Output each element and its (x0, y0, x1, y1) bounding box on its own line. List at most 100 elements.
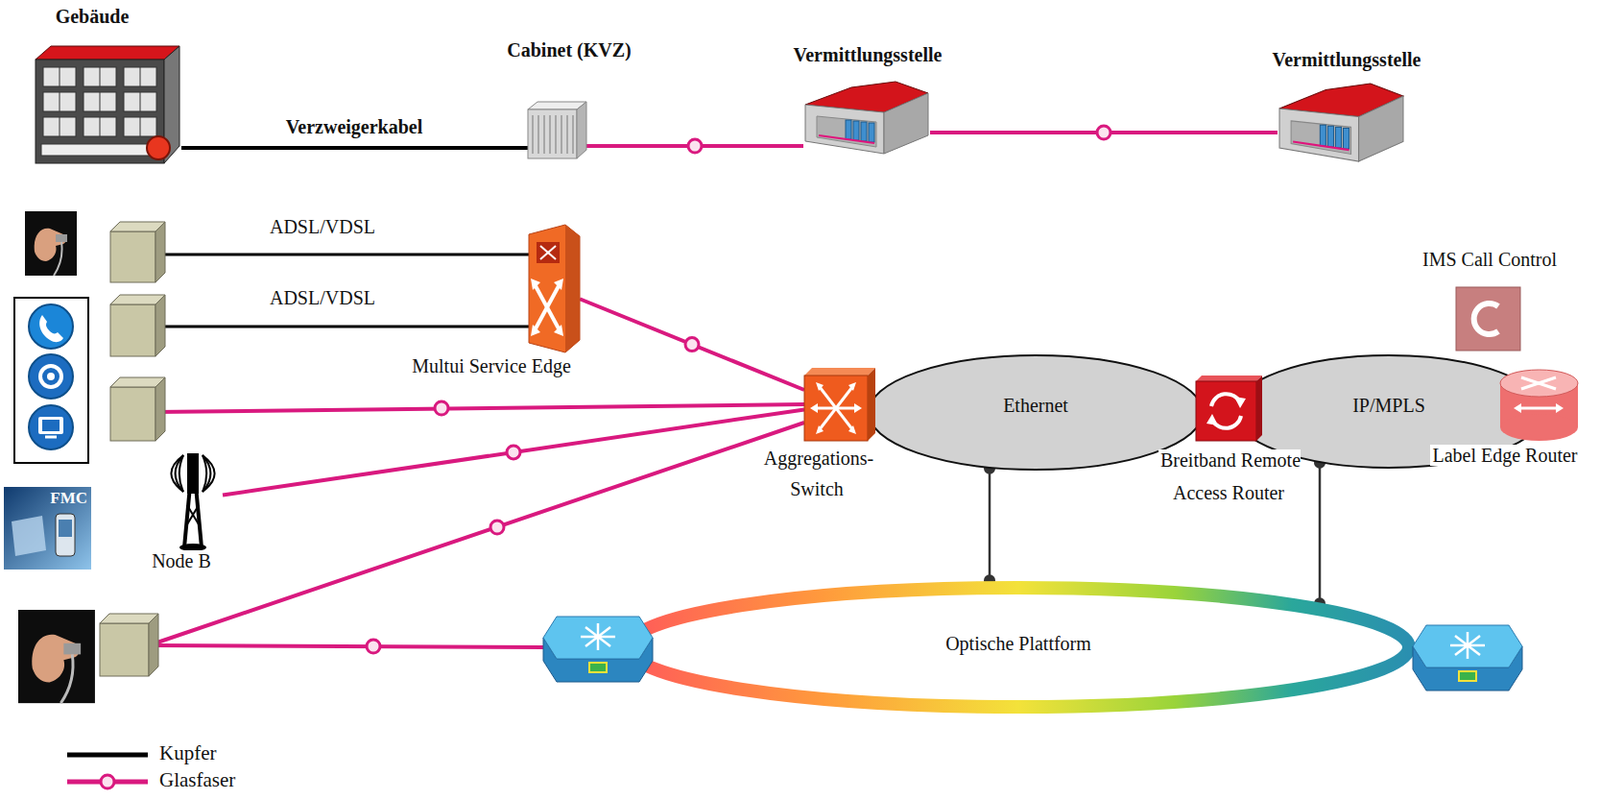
building-icon-part (43, 67, 76, 87)
fiber-line-part (366, 639, 381, 653)
optical-ring-part-part (585, 626, 611, 646)
fiber-line-part (148, 644, 544, 647)
hand-photo (24, 211, 77, 276)
modem-cube (99, 613, 159, 676)
label-text: Aggregations- Switch (762, 447, 874, 500)
building-icon-part (146, 136, 170, 160)
edge-router-icon-part (1521, 377, 1556, 389)
label-text: Vermittlungsstelle (1270, 48, 1424, 71)
node-label: Breitband Remote Access Router (1146, 443, 1314, 509)
exchange-icon-part (1327, 125, 1334, 147)
multi-service-edge-icon (528, 224, 580, 353)
router-icon-part (1234, 396, 1246, 408)
switch-icon-part (848, 382, 857, 391)
exchange-icon-part (883, 93, 929, 154)
network-node: Vermittlungsstelle (803, 81, 931, 154)
service-icons-part (28, 304, 73, 349)
label-text: Vermittlungsstelle (791, 44, 945, 66)
cabinet-icon-part (532, 115, 534, 154)
modem-cube-part (110, 231, 156, 283)
modem-cube (110, 221, 166, 283)
optical-ring-part-part (585, 626, 611, 646)
hand-photo-part (60, 653, 73, 703)
modem-cube-part (99, 622, 149, 676)
multi-service-edge-icon-part (553, 278, 564, 290)
exchange-icon-part (853, 120, 860, 141)
cabinet-icon-part (527, 109, 577, 159)
multi-service-edge-icon-part (553, 324, 564, 336)
service-icons-part (40, 365, 62, 387)
fiber-connector (579, 298, 805, 390)
copper-line-part (155, 325, 529, 329)
optical-ring-part (1412, 624, 1523, 668)
antenna-tower-icon-part (170, 454, 184, 492)
multi-service-edge-icon-part (530, 278, 541, 290)
modem-cube-part (155, 294, 166, 357)
cabinet-icon-part (538, 115, 540, 154)
exchange-icon-part (816, 116, 877, 147)
hand-photo-part (18, 609, 96, 703)
exchange-icon-part (1359, 95, 1404, 162)
router-icon (1195, 375, 1263, 441)
shape-text: IP/MPLS (1352, 393, 1426, 417)
network-node: Multui Service Edge (528, 224, 580, 353)
fiber-marker (506, 445, 521, 459)
fiber-marker (685, 337, 699, 352)
connector-label: Verzweigerkabel (284, 115, 426, 139)
edge-router-icon-part (1555, 403, 1564, 413)
network-node: Cabinet (KVZ) (527, 101, 587, 159)
building-icon-part (123, 67, 157, 87)
shape-text: Optische Plattform (945, 631, 1092, 655)
building-icon-part (43, 92, 76, 112)
antenna-tower-icon-part (202, 454, 215, 492)
optical-ring-part (589, 662, 607, 672)
connector (1318, 462, 1322, 603)
building-icon-part (123, 92, 157, 112)
antenna-tower-icon-part (187, 504, 199, 525)
label-text: Breitband Remote Access Router (1158, 449, 1301, 503)
edge-router-icon-part (1500, 369, 1578, 397)
service-icons-part (14, 297, 89, 463)
multi-service-edge-icon-part (530, 324, 541, 336)
call-control-icon-part (1456, 286, 1521, 351)
building-icon-part (35, 46, 180, 60)
shape-text: Ethernet (1002, 393, 1069, 417)
line-label: ADSL/VDSL (267, 286, 378, 310)
building-icon-part (43, 117, 76, 137)
exchange-icon-part (845, 119, 852, 140)
modem-cube-part (148, 613, 159, 676)
copper-line-part (155, 253, 529, 257)
exchange-icon-part (1279, 108, 1360, 162)
service-icons-part (47, 372, 55, 381)
multi-service-edge-icon-part (534, 284, 560, 331)
node-label: Multui Service Edge (409, 354, 574, 378)
cabinet-icon-part (549, 115, 551, 154)
switch-icon-part (854, 403, 862, 413)
cabinet-icon-part (576, 101, 587, 159)
switch-icon-part (815, 425, 824, 434)
multi-service-edge-icon-part (540, 245, 556, 260)
hand-photo (18, 609, 96, 703)
service-icons-part (42, 419, 60, 431)
call-control-icon-part (1474, 303, 1499, 335)
node-label: Vermittlungsstelle (1270, 47, 1424, 72)
cabinet-icon-part (567, 115, 569, 154)
fmc-image-part (11, 515, 47, 556)
multi-service-edge-icon-part (540, 245, 556, 260)
service-icons-part (28, 405, 73, 450)
hand-photo-part (63, 643, 81, 655)
building-icon-part (59, 92, 61, 112)
fmc-image-part (3, 486, 92, 570)
node-label: Cabinet (KVZ) (504, 38, 633, 62)
multi-service-edge-icon-part (534, 284, 560, 331)
switch-icon-part (819, 386, 853, 430)
label-text: Node B (149, 549, 214, 572)
building-icon-part (99, 67, 101, 87)
legend-sample (67, 752, 148, 758)
service-icons-part (38, 416, 64, 434)
building-icon-part (59, 67, 61, 87)
edge-router-icon-part (1519, 406, 1558, 410)
fiber-marker (688, 139, 702, 153)
